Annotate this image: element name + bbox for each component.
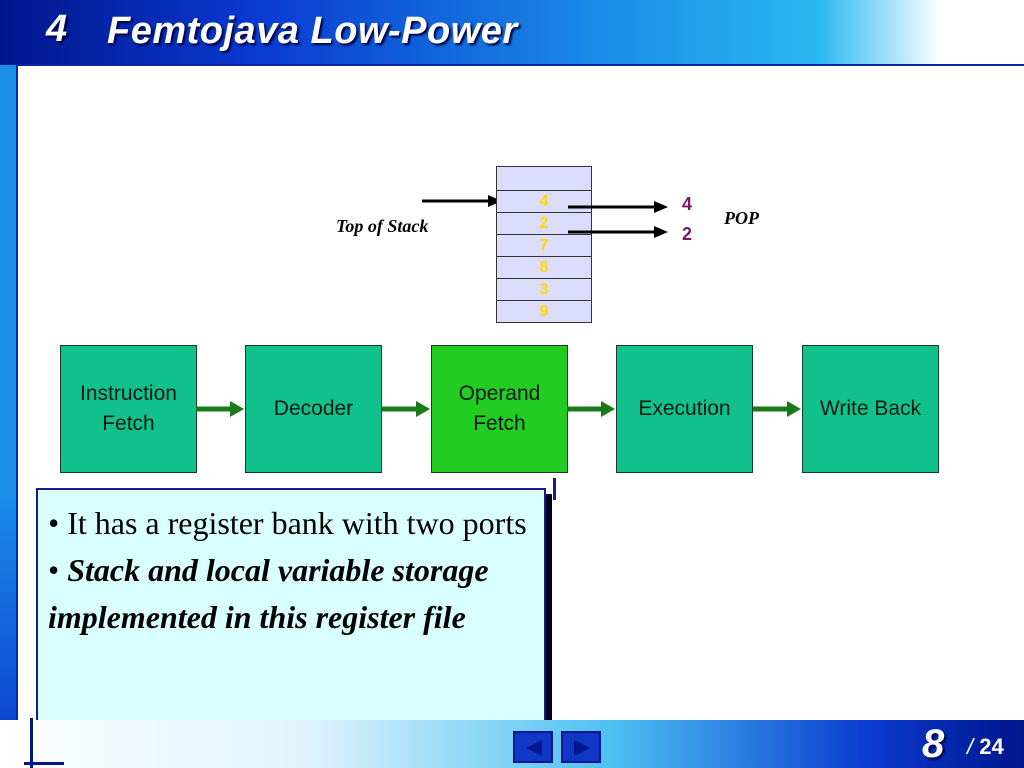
nav-back-icon [526, 740, 542, 756]
footer-decoration [30, 718, 33, 768]
stage-label: Write Back [819, 397, 922, 420]
nav-back-button[interactable] [513, 731, 553, 763]
stage-operand-fetch: Operand Fetch [431, 345, 568, 473]
top-of-stack-label: Top of Stack [336, 216, 429, 236]
footer-bar [0, 720, 1024, 768]
explanation-textbox: • It has a register bank with two ports … [36, 488, 546, 756]
current-page-number: 8 [922, 722, 945, 766]
left-decorative-strip [0, 65, 17, 768]
stage-decoder: Decoder [245, 345, 382, 473]
stage-instruction-fetch: Instruction Fetch [60, 345, 197, 473]
pipeline-arrow-icon [753, 401, 801, 417]
stack-cell: 9 [496, 300, 592, 323]
pop-label: POP [724, 208, 759, 228]
stage-write-back: Write Back [802, 345, 939, 473]
stage-execution: Execution [616, 345, 753, 473]
nav-forward-icon [574, 740, 590, 756]
footer-decoration [24, 762, 64, 765]
stage-label: Execution [638, 397, 731, 420]
slide-section-number: 4 [46, 8, 68, 50]
pipeline-arrow-icon [382, 401, 430, 417]
popped-value-1: 4 [682, 194, 693, 214]
bullet-text: It has a register bank with two ports [67, 505, 527, 541]
total-pages-value: 24 [979, 734, 1004, 759]
total-pages: / 24 [967, 734, 1004, 760]
stack-cell: 3 [496, 278, 592, 301]
pipeline-arrow-icon [567, 401, 615, 417]
top-of-stack-arrow-icon [422, 195, 502, 207]
stack-cell [496, 166, 592, 191]
bullet-item: • Stack and local variable storage imple… [48, 552, 489, 635]
pop-arrows-icon [568, 201, 668, 238]
stack-register-file: 4 2 7 8 3 9 [496, 166, 592, 323]
page-separator: / [967, 734, 974, 759]
stage-label: Instruction Fetch [80, 382, 177, 435]
popped-value-2: 2 [682, 224, 693, 244]
bullet-item: • It has a register bank with two ports [48, 505, 527, 541]
nav-forward-button[interactable] [561, 731, 601, 763]
stack-cell: 8 [496, 256, 592, 279]
stage-label: Decoder [273, 397, 354, 420]
bullet-text: Stack and local variable storage impleme… [48, 552, 489, 635]
title-bar: 4 Femtojava Low-Power [0, 0, 1024, 65]
divider-mark [553, 478, 556, 500]
pipeline-arrow-icon [196, 401, 244, 417]
slide-title: Femtojava Low-Power [107, 10, 518, 52]
content-frame [16, 64, 1024, 720]
stage-label: Operand Fetch [458, 382, 541, 435]
